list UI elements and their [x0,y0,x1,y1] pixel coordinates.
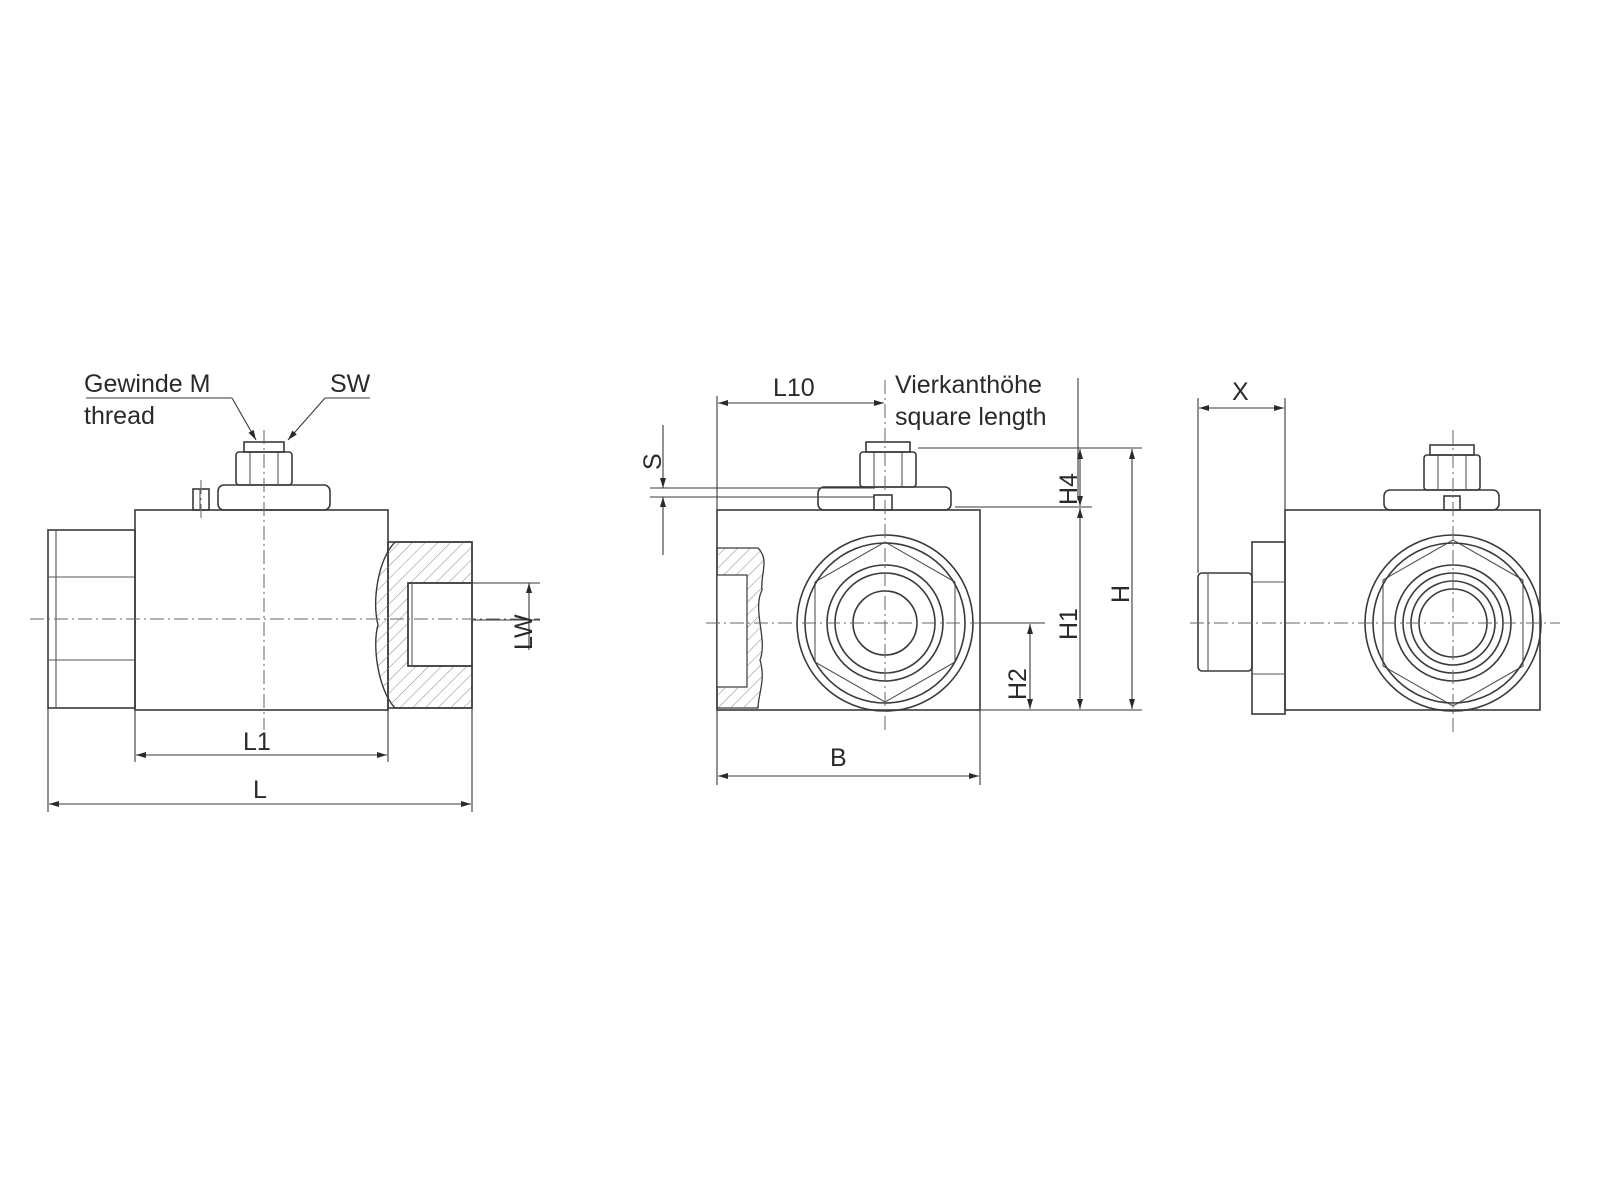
l10-label: L10 [773,374,815,402]
b-label: B [830,744,847,772]
sw-label: SW [330,370,371,398]
square-label: square length [895,403,1047,431]
h1-label: H1 [1055,608,1083,640]
l1-label: L1 [243,728,271,756]
h2-label: H2 [1004,668,1032,700]
gewinde-label: Gewinde M [84,370,210,398]
side-view: Gewinde M thread SW LW L1 L [30,370,540,812]
x-label: X [1232,378,1249,406]
s-label: S [639,453,667,470]
h4-label: H4 [1055,473,1083,505]
front-view: L10 Vierkanthöhe square length S H4 H1 H… [639,371,1142,785]
thread-label: thread [84,402,155,430]
h-label: H [1107,585,1135,603]
vierkant-label: Vierkanthöhe [895,371,1042,399]
rear-view: X [1190,378,1560,735]
lw-label: LW [510,614,538,650]
valve-body [134,509,389,711]
l-label: L [253,776,267,804]
